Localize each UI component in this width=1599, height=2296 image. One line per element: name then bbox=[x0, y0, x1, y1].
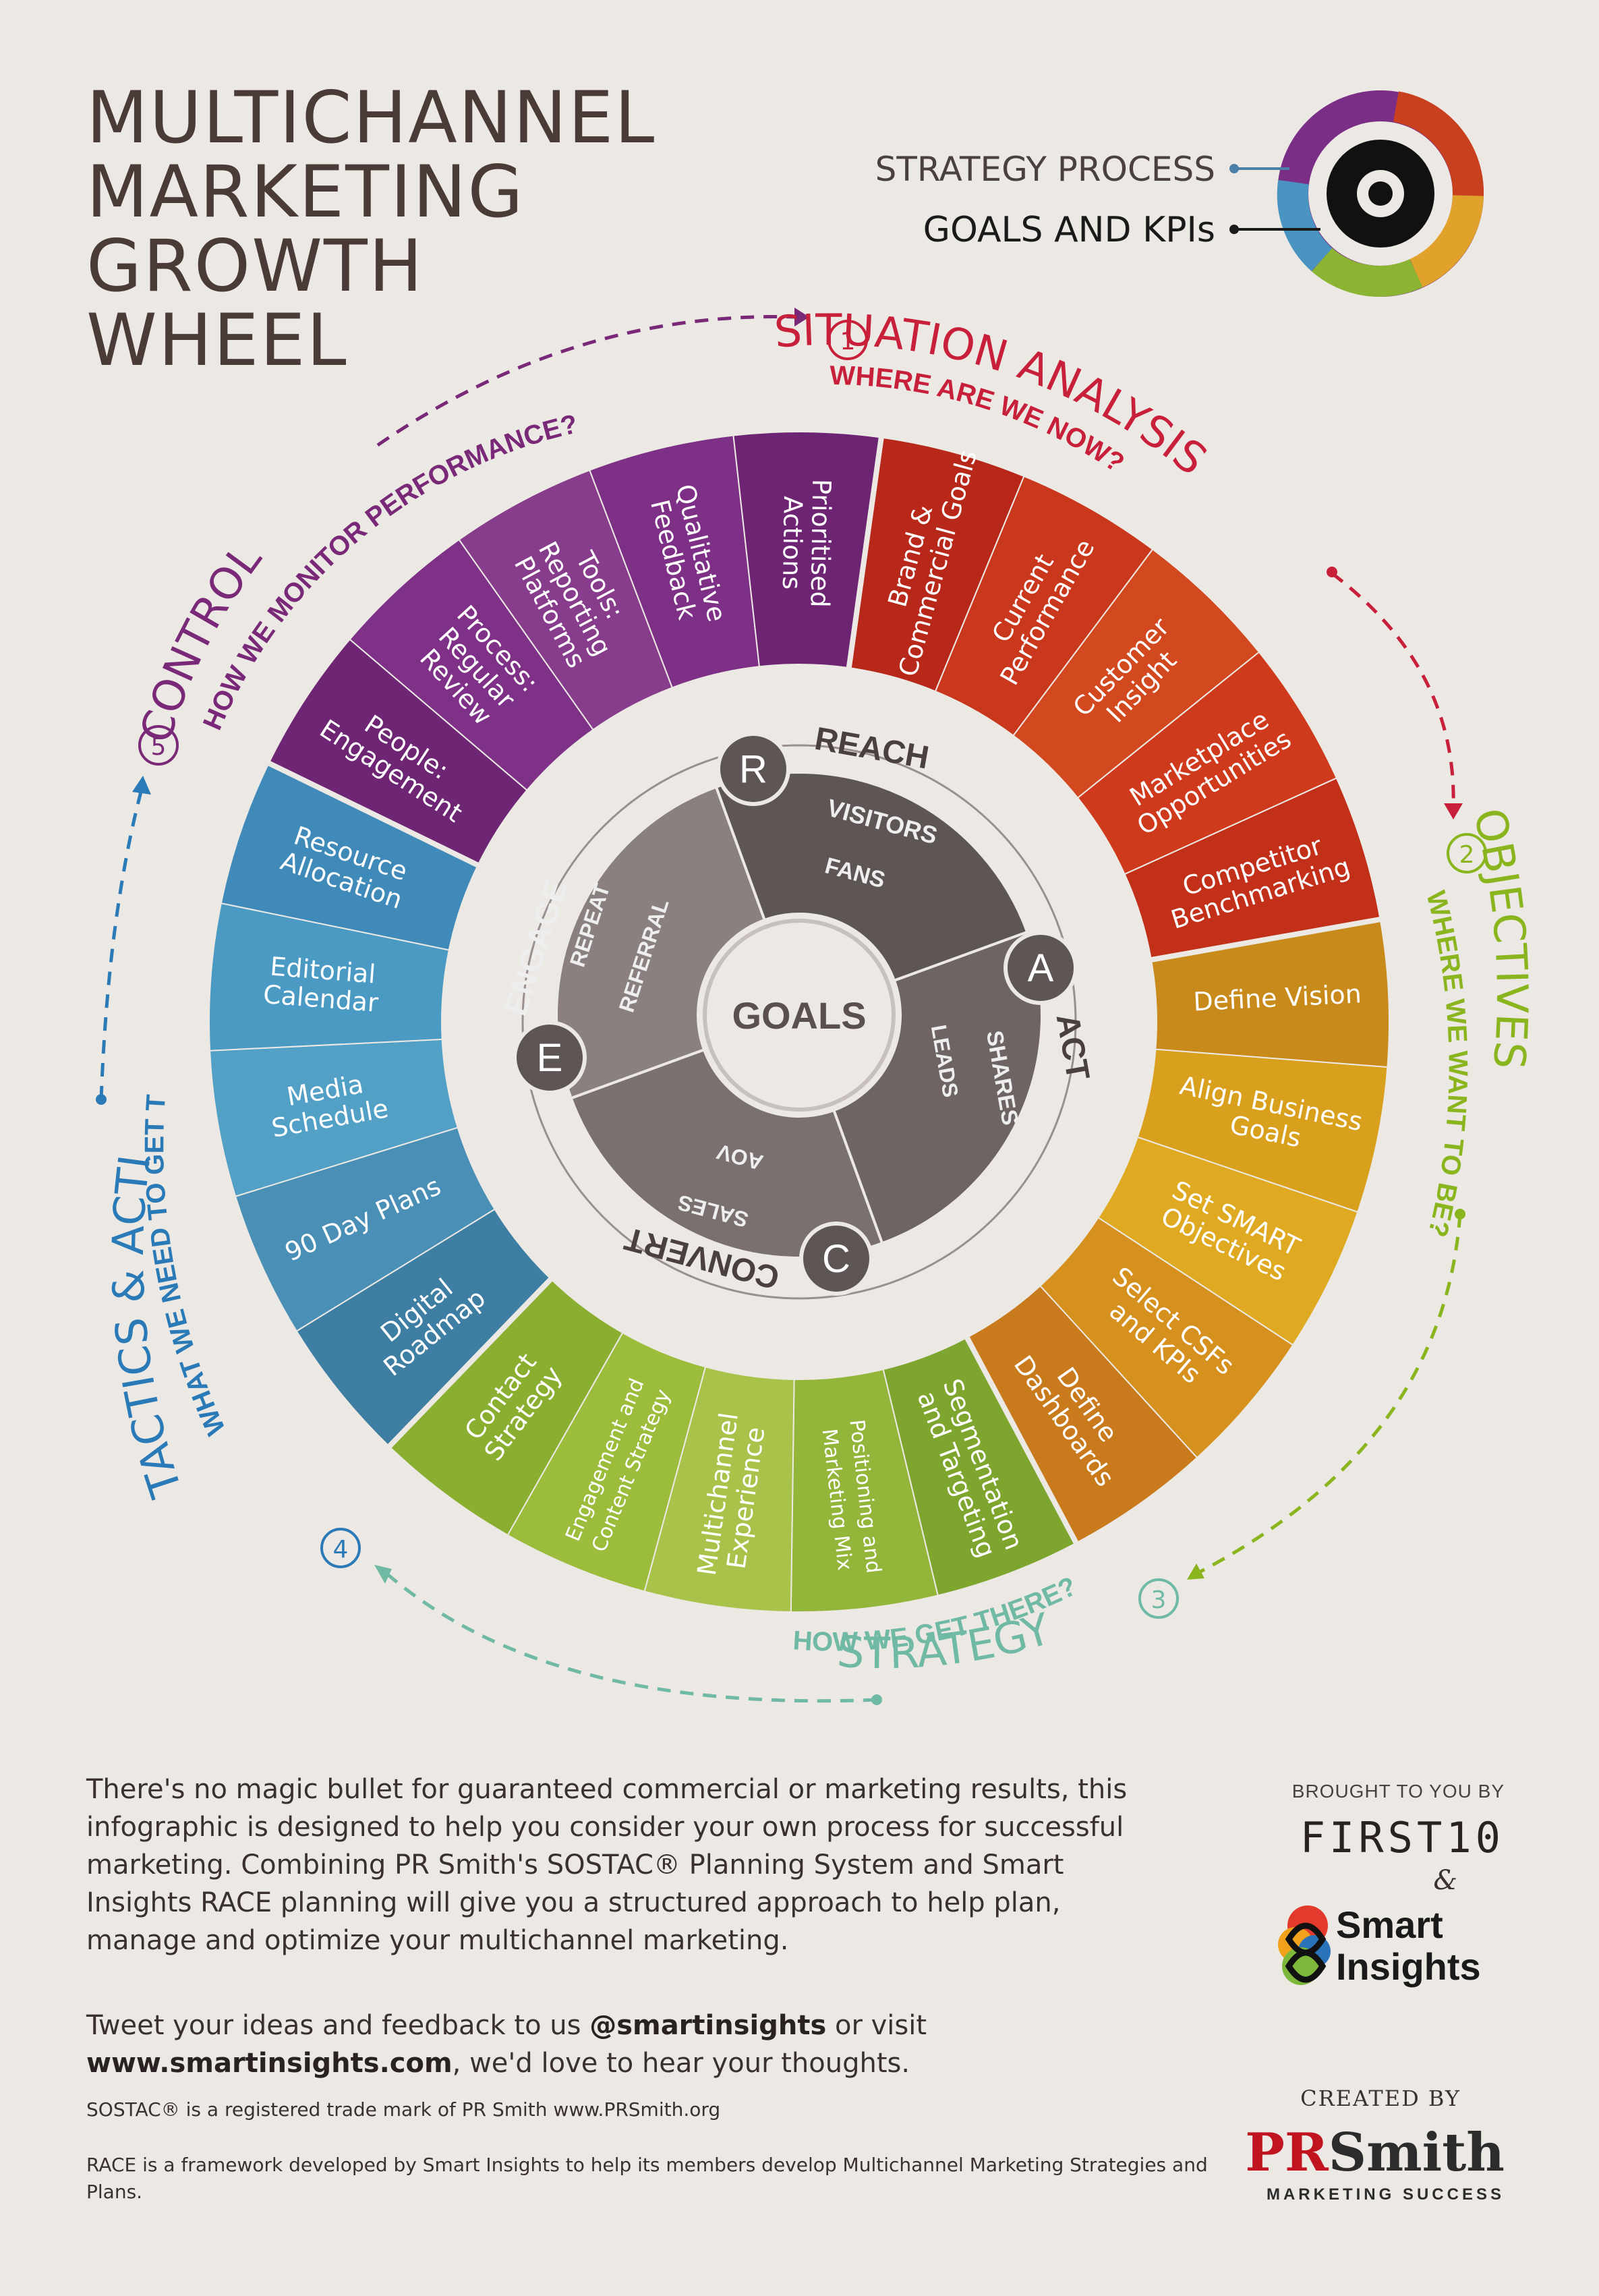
tweet-paragraph: Tweet your ideas and feedback to us @sma… bbox=[86, 2010, 927, 2079]
reach-badge: R bbox=[716, 732, 790, 806]
svg-text:R: R bbox=[739, 747, 767, 791]
race-engage-quadrant bbox=[554, 785, 767, 1100]
process-arrows bbox=[99, 315, 1462, 1703]
title-line: GROWTH bbox=[86, 225, 424, 308]
svg-text:A: A bbox=[1028, 946, 1054, 990]
stage-5-number: 5 bbox=[138, 725, 179, 766]
prsmith-logo: PRSmith bbox=[1245, 2122, 1505, 2183]
arrow-situation-to-objectives bbox=[1331, 572, 1455, 807]
legend-ring-segment bbox=[1393, 91, 1484, 196]
race-convert-quadrant bbox=[569, 1047, 884, 1260]
growth-wheel: STRATEGY PROCESS GOALS AND KPIs GOALS R E… bbox=[0, 0, 1536, 1705]
prsmith-tagline: MARKETING SUCCESS bbox=[1266, 2185, 1505, 2204]
segment-label-tactics-4: EditorialCalendar bbox=[262, 951, 382, 1018]
legend-ring-segment bbox=[1311, 248, 1423, 297]
smart-insights-logo: Smart Insights bbox=[1275, 1899, 1505, 2000]
smart-insights-icon bbox=[1278, 1905, 1331, 1985]
legend-strategy-label: STRATEGY PROCESS bbox=[875, 150, 1215, 189]
twitter-handle-link[interactable]: @smartinsights bbox=[589, 2010, 827, 2041]
race-note: RACE is a framework developed by Smart I… bbox=[86, 2154, 1208, 2203]
arrow-tactics-to-control bbox=[99, 788, 144, 1100]
race-act-quadrant bbox=[832, 930, 1044, 1245]
segment-label-control-5: PrioritisedActions bbox=[777, 478, 837, 608]
stage-3-number: 3 bbox=[1138, 1578, 1179, 1619]
created-by-label: CREATED BY bbox=[1300, 2086, 1461, 2111]
sostac-note: SOSTAC® is a registered trade mark of PR… bbox=[86, 2098, 721, 2121]
arrow-objectives-to-strategy bbox=[1199, 1213, 1462, 1574]
stage-divider bbox=[265, 759, 479, 868]
legend-goals-label: GOALS AND KPIs bbox=[923, 210, 1215, 250]
race-wheel bbox=[554, 770, 1044, 1260]
act-badge: A bbox=[1004, 931, 1078, 1005]
svg-text:2: 2 bbox=[1459, 841, 1475, 869]
outer-ring bbox=[208, 430, 1390, 1613]
title-line: MULTICHANNEL bbox=[86, 76, 656, 159]
page-title: MULTICHANNEL MARKETING GROWTH WHEEL bbox=[86, 81, 656, 378]
svg-text:5: 5 bbox=[151, 733, 167, 761]
stage-1-number: 1 bbox=[827, 320, 868, 360]
arrow-heads bbox=[96, 308, 1465, 1705]
website-link[interactable]: www.smartinsights.com bbox=[86, 2048, 453, 2079]
stage-4-number: 4 bbox=[320, 1528, 361, 1568]
brought-by-label: BROUGHT TO YOU BY bbox=[1291, 1781, 1505, 1802]
arrow-control-to-situation bbox=[376, 315, 796, 447]
title-line: WHEEL bbox=[86, 299, 348, 382]
legend: STRATEGY PROCESS GOALS AND KPIs bbox=[875, 90, 1484, 297]
svg-text:C: C bbox=[822, 1237, 850, 1281]
legend-ring-segment bbox=[1277, 179, 1333, 272]
convert-badge: C bbox=[799, 1222, 873, 1296]
svg-text:E: E bbox=[537, 1036, 563, 1080]
ampersand: & bbox=[1433, 1865, 1457, 1896]
intro-paragraph: There's no magic bullet for guaranteed c… bbox=[86, 1774, 1128, 1956]
title-line: MARKETING bbox=[86, 150, 525, 233]
goals-hub bbox=[703, 919, 896, 1112]
svg-text:1: 1 bbox=[840, 328, 856, 355]
svg-text:4: 4 bbox=[333, 1536, 349, 1563]
stage-divider bbox=[846, 434, 885, 668]
goals-label: GOALS bbox=[732, 994, 866, 1037]
stage-objectives-question: WHERE WE WANT TO BE? bbox=[1420, 888, 1472, 1240]
stage-divider bbox=[964, 1336, 1080, 1547]
race-reach-quadrant bbox=[714, 770, 1029, 983]
stage-2-number: 2 bbox=[1447, 833, 1487, 873]
engage-badge: E bbox=[513, 1021, 587, 1095]
stage-divider bbox=[1151, 916, 1384, 963]
race-guide-ring bbox=[521, 744, 1077, 1300]
stage-divider bbox=[385, 1277, 553, 1451]
svg-text:3: 3 bbox=[1151, 1586, 1167, 1614]
legend-ring-segment bbox=[1409, 194, 1484, 288]
smart-insights-wordmark: Smart Insights bbox=[1336, 1903, 1481, 1988]
first10-logo: FIRST10 bbox=[1300, 1813, 1505, 1862]
